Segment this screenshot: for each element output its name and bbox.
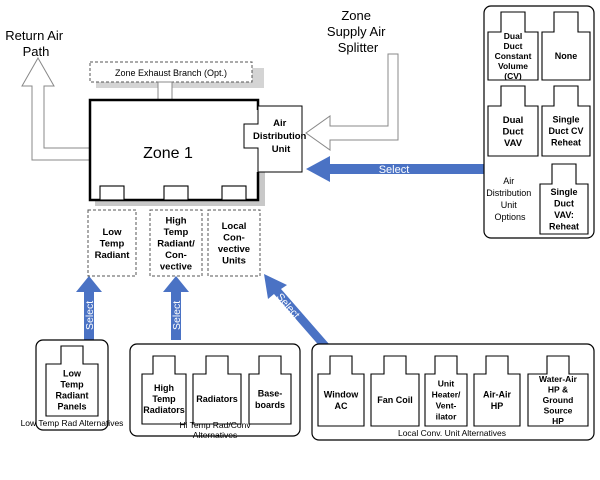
supply-splitter-label: Zone Supply Air Splitter	[327, 8, 389, 55]
low-temp-caption: Low Temp Rad Alternatives	[21, 418, 124, 428]
adu-options-caption: Air Distribution Unit Options	[486, 176, 534, 222]
select-label-adu: Select	[379, 164, 410, 176]
fan-coil-label: Fan Coil	[377, 395, 413, 405]
select-arrow-hi-temp	[163, 276, 189, 340]
air-air-hp-option[interactable]	[473, 355, 521, 427]
zone-exhaust-branch-label: Zone Exhaust Branch (Opt.)	[115, 68, 227, 78]
unit-heater-ventilator-option[interactable]	[424, 355, 468, 427]
local-convective-unit[interactable]	[207, 209, 261, 277]
fan-coil-option[interactable]	[370, 355, 420, 427]
select-arrow-adu	[306, 156, 486, 182]
select-label-local-conv: Select	[274, 291, 302, 321]
select-label-hi-temp: Select	[171, 301, 183, 330]
radiators-option[interactable]	[192, 355, 242, 425]
single-duct-vav-reheat-option[interactable]	[539, 163, 589, 235]
baseboards-option[interactable]	[248, 355, 292, 425]
high-temp-radiators-option[interactable]	[141, 355, 187, 425]
local-conv-caption: Local Conv. Unit Alternatives	[398, 428, 506, 438]
dual-duct-cv-option[interactable]	[487, 11, 539, 81]
zone-1-label: Zone 1	[143, 145, 193, 162]
select-arrow-low-temp	[76, 276, 102, 340]
water-air-hp-option[interactable]	[527, 355, 589, 427]
window-ac-option[interactable]	[317, 355, 365, 427]
select-label-low-temp: Select	[84, 301, 96, 330]
low-temp-radiant-panels-option[interactable]	[45, 345, 99, 417]
air-distribution-unit	[243, 105, 303, 173]
zone-1-box	[88, 98, 260, 202]
select-arrow-local-conv	[264, 274, 329, 349]
low-temp-radiant-unit[interactable]	[87, 209, 137, 277]
return-air-label: Return Air Path	[5, 28, 66, 59]
high-temp-radiant-unit[interactable]	[149, 209, 203, 277]
single-duct-cv-reheat-option[interactable]	[541, 85, 591, 157]
radiators-label: Radiators	[196, 394, 238, 404]
none-label: None	[555, 51, 578, 61]
supply-air-arrow	[305, 53, 399, 151]
none-option[interactable]	[541, 11, 591, 81]
return-air-arrow	[21, 56, 91, 161]
air-distribution-unit-label: Air Distribution Unit	[253, 118, 309, 155]
dual-duct-vav-option[interactable]	[487, 85, 539, 157]
baseboards-label: Base-boards	[255, 388, 285, 410]
